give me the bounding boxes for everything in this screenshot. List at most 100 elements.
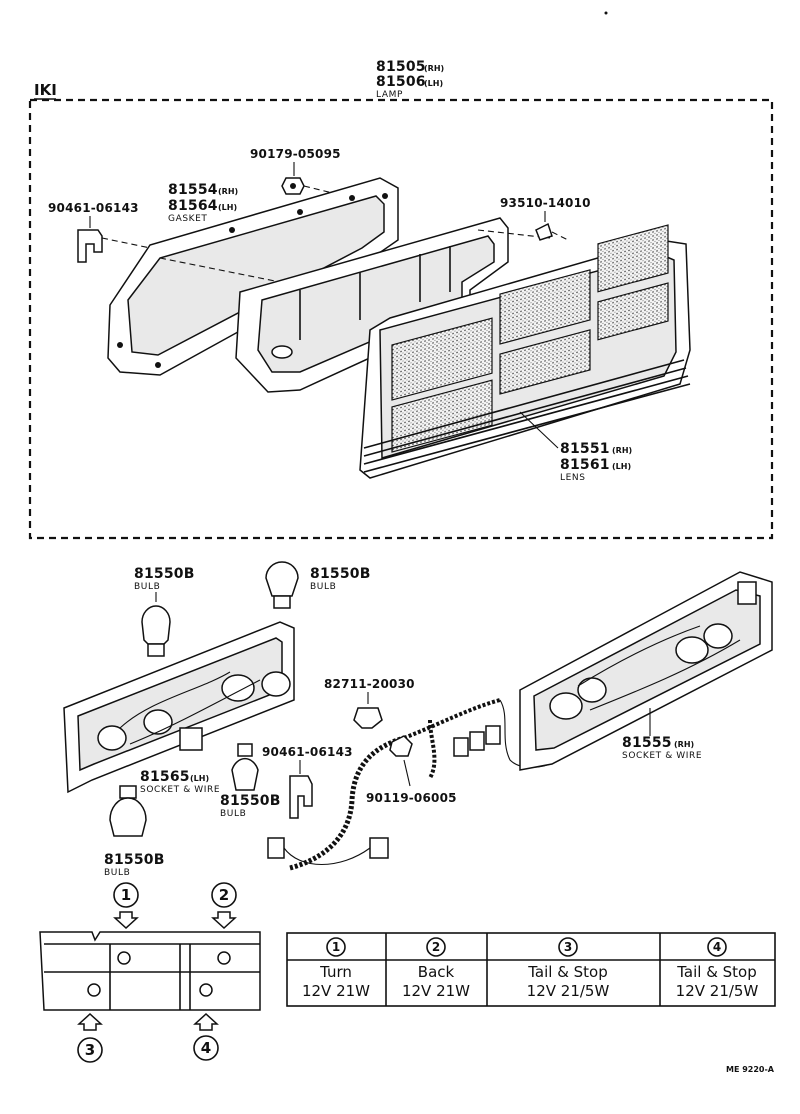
table-column-2: 2 Back 12V 21W <box>402 937 470 1000</box>
gasket-lh-side: (LH) <box>218 203 237 212</box>
bolt-icon <box>389 735 413 757</box>
connector-icon <box>369 837 389 859</box>
table-use: Tail & Stop <box>676 963 757 981</box>
bulb-c-name: BULB <box>220 809 246 819</box>
socket-rh <box>519 571 773 771</box>
lamp-lh-side: (LH) <box>424 79 443 88</box>
gasket-rh-number: 81554 <box>168 182 218 198</box>
table-number: 2 <box>432 940 440 954</box>
bolt-number: 90119-06005 <box>366 791 457 805</box>
arrow-down-icon <box>113 911 139 930</box>
gasket-name: GASKET <box>168 214 208 224</box>
lens-rh-number: 81551 <box>560 441 610 457</box>
connector-icon <box>267 837 285 859</box>
table-number: 1 <box>332 940 340 954</box>
table-column-4: 4 Tail & Stop 12V 21/5W <box>676 937 759 1000</box>
clip-low-number: 90461-06143 <box>262 745 353 759</box>
clip-low: 90461-06143 <box>262 745 353 819</box>
svg-text:2: 2 <box>219 886 229 904</box>
lamp-label: 81505 (RH) 81506 (LH) LAMP <box>376 59 444 100</box>
clip-left: 90461-06143 <box>48 201 161 263</box>
bulb-a-number: 81550B <box>134 566 195 582</box>
clip-icon <box>353 707 383 729</box>
clip-mid: 82711-20030 <box>324 677 415 729</box>
bulb-table: 1 Turn 12V 21W 2 Back 12V 21W 3 Tail & S… <box>286 932 776 1007</box>
socket-lh-name: SOCKET & WIRE <box>140 785 220 795</box>
bulb-d-number: 81550B <box>104 852 165 868</box>
table-spec: 12V 21/5W <box>676 982 759 1000</box>
arrow-up-icon <box>77 1012 103 1031</box>
figure-code: ME 9220-A <box>726 1065 775 1074</box>
table-spec: 12V 21W <box>302 982 370 1000</box>
socket-lh-side: (LH) <box>190 774 209 783</box>
clip-icon <box>77 229 103 263</box>
position-marker-1: 1 <box>113 882 139 930</box>
socket-rh-label: 81555 (RH) SOCKET & WIRE <box>622 708 702 761</box>
gasket-label: 81554 (RH) 81564 (LH) GASKET <box>168 182 238 224</box>
bulb-c: 81550B BULB <box>220 743 281 819</box>
screw-top-number: 90179-05095 <box>250 147 341 161</box>
bulb-b-number: 81550B <box>310 566 371 582</box>
bulb-d: 81550B BULB <box>104 785 165 878</box>
table-use: Tail & Stop <box>527 963 608 981</box>
bulb-b: 81550B BULB <box>265 561 371 609</box>
position-diagram: 1 2 3 4 <box>39 882 261 1063</box>
svg-text:1: 1 <box>121 886 131 904</box>
bulb-d-name: BULB <box>104 868 130 878</box>
lamp-name: LAMP <box>376 90 403 100</box>
gasket-rh-side: (RH) <box>218 187 238 196</box>
bulb-c-number: 81550B <box>220 793 281 809</box>
lens-label: 81551 (RH) 81561 (LH) LENS <box>519 411 632 483</box>
clip-mid-number: 82711-20030 <box>324 677 415 691</box>
connector-icon <box>469 731 485 751</box>
socket-rh-side: (RH) <box>674 740 694 749</box>
table-column-3: 3 Tail & Stop 12V 21/5W <box>527 937 609 1000</box>
lamp-rh-number: 81505 <box>376 59 426 75</box>
housing <box>235 217 551 393</box>
socket-rh-name: SOCKET & WIRE <box>622 751 702 761</box>
connector-icon <box>453 737 469 757</box>
arrow-up-icon <box>193 1012 219 1031</box>
arrow-down-icon <box>211 911 237 930</box>
bulb-a-name: BULB <box>134 582 160 592</box>
clip-left-number: 90461-06143 <box>48 201 139 215</box>
gasket <box>107 177 399 376</box>
bulb-b-name: BULB <box>310 582 336 592</box>
position-marker-2: 2 <box>211 882 237 930</box>
bulb-icon <box>109 797 147 837</box>
svg-text:4: 4 <box>201 1039 211 1057</box>
lamp-lh-number: 81506 <box>376 74 426 90</box>
bulb-icon <box>231 758 259 791</box>
lamp-assembly-frame <box>28 98 774 540</box>
table-spec: 12V 21W <box>402 982 470 1000</box>
screw-right: 93510-14010 <box>500 196 591 241</box>
table-use: Back <box>418 963 455 981</box>
lens-rh-side: (RH) <box>612 446 632 455</box>
table-use: Turn <box>319 963 352 981</box>
bulb-icon <box>265 561 299 597</box>
lamp-rh-side: (RH) <box>424 64 444 73</box>
screw-right-number: 93510-14010 <box>500 196 591 210</box>
section-mark: IKI <box>34 81 57 99</box>
gasket-lh-number: 81564 <box>168 198 218 214</box>
socket-lh-number: 81565 <box>140 769 190 785</box>
connector-icon <box>485 725 501 745</box>
position-marker-3: 3 <box>77 1012 103 1063</box>
bulb-icon <box>141 605 171 645</box>
screw-icon <box>535 222 553 241</box>
screw-top: 90179-05095 <box>250 147 346 197</box>
socket-rh-number: 81555 <box>622 735 672 751</box>
socket-lh <box>63 621 295 794</box>
wiring-harness <box>267 698 561 871</box>
svg-text:3: 3 <box>85 1041 95 1059</box>
table-column-1: 1 Turn 12V 21W <box>302 937 370 1000</box>
clip-icon <box>289 775 313 819</box>
lens-lh-number: 81561 <box>560 457 610 473</box>
table-number: 4 <box>713 940 721 954</box>
table-number: 3 <box>564 940 572 954</box>
position-marker-4: 4 <box>193 1012 219 1061</box>
bolt: 90119-06005 <box>366 735 457 805</box>
lens-name: LENS <box>560 473 586 483</box>
lens-lh-side: (LH) <box>612 462 631 471</box>
